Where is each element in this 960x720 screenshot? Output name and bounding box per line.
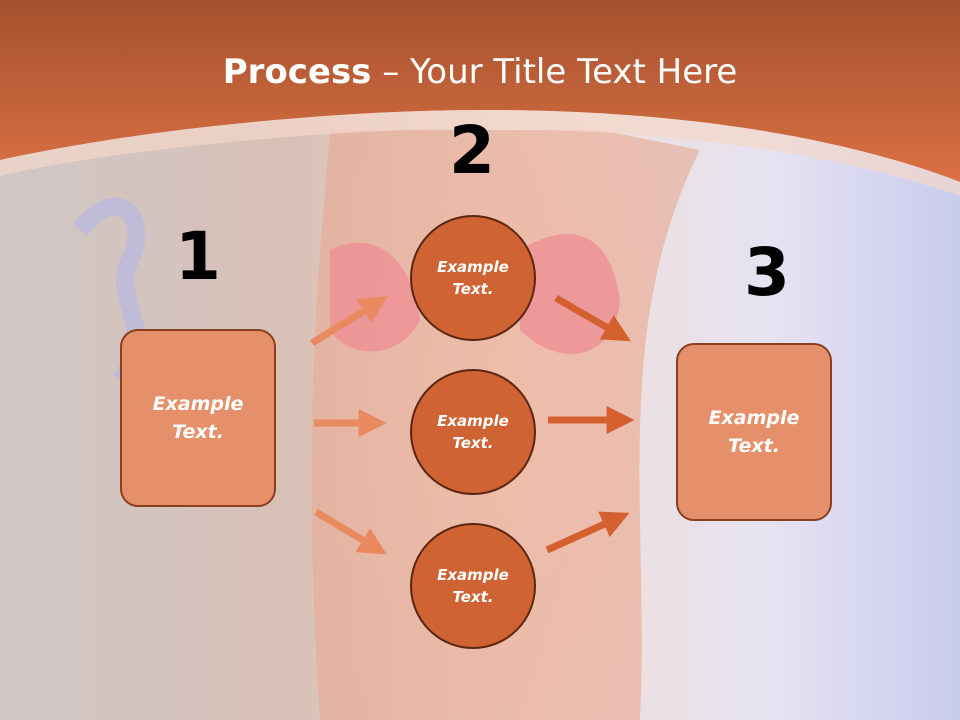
arrow-top-to-3 — [554, 294, 631, 342]
title-banner — [0, 0, 960, 182]
step-box-1: Example Text. — [120, 329, 276, 507]
circle-bottom-text: Example Text. — [437, 565, 509, 607]
title-rest: – Your Title Text Here — [371, 52, 738, 92]
slide-title: Process – Your Title Text Here — [0, 52, 960, 92]
circle-middle-text: Example Text. — [437, 411, 509, 453]
arrow-1-to-top — [310, 296, 388, 346]
step-box-1-text: Example Text. — [152, 392, 244, 444]
circle-top: Example Text. — [410, 215, 536, 341]
banner-swoosh — [0, 109, 960, 196]
step-box-3-text: Example Text. — [708, 406, 800, 458]
arrow-bottom-to-3 — [545, 511, 630, 554]
step-number-2: 2 — [449, 112, 495, 189]
circle-bottom: Example Text. — [410, 523, 536, 649]
step-number-3: 3 — [744, 234, 790, 311]
arrow-1-to-bottom — [314, 508, 387, 555]
step-box-3: Example Text. — [676, 343, 832, 521]
circle-middle: Example Text. — [410, 369, 536, 495]
title-bold: Process — [222, 52, 372, 92]
step-number-1: 1 — [175, 218, 221, 295]
circle-top-text: Example Text. — [437, 257, 509, 299]
